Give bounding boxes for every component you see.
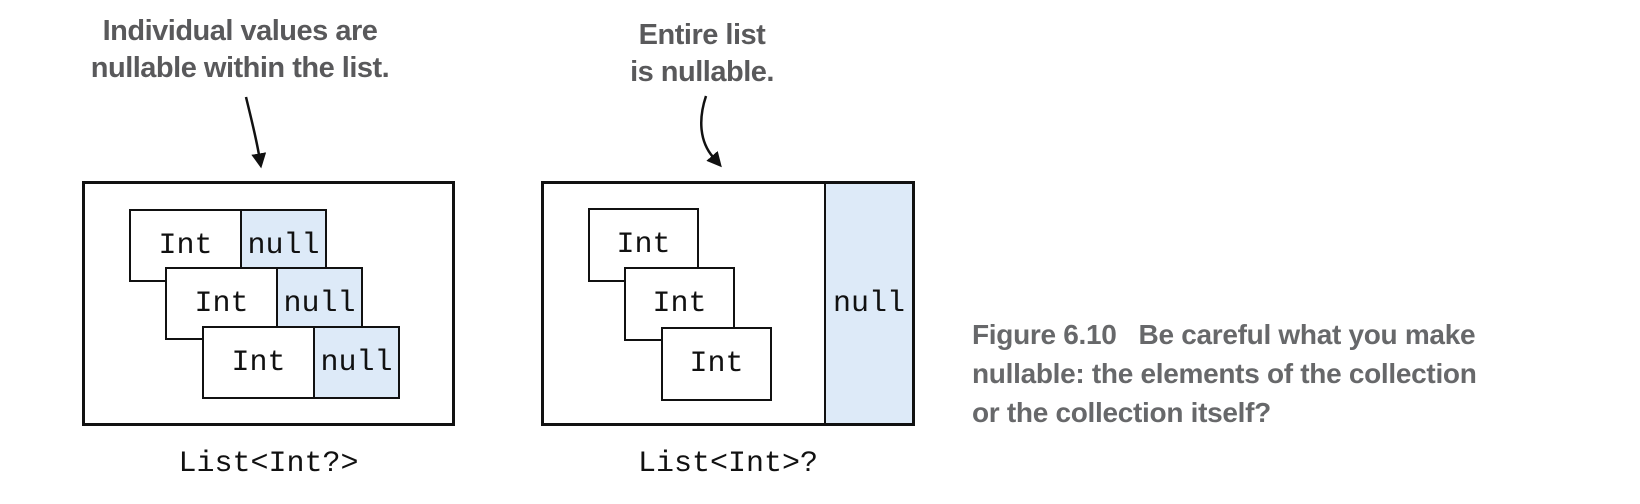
int-cell: Int (689, 347, 744, 381)
null-cell: null (313, 328, 398, 397)
int-cell: Int (204, 328, 313, 397)
caption-line1: Figure 6.10 Be careful what you make (972, 315, 1632, 354)
left-type-label: List<Int?> (178, 447, 359, 481)
right-type-label: List<Int>? (637, 447, 819, 481)
element-card: Int null (129, 209, 327, 282)
left-annotation: Individual values are nullable within th… (40, 13, 440, 87)
caption-line2: nullable: the elements of the collection (972, 358, 1477, 389)
right-annotation-line2: is nullable. (630, 56, 774, 88)
element-card: Int (661, 327, 772, 401)
list-int-nullable-box: Int null Int null Int null (82, 181, 455, 426)
right-annotation: Entire list is nullable. (552, 17, 852, 91)
left-callout-arrow (244, 96, 267, 169)
figure-number: Figure 6.10 (972, 319, 1117, 350)
left-annotation-line2: nullable within the list. (90, 52, 390, 84)
int-cell: Int (616, 228, 671, 262)
element-card: Int null (202, 326, 400, 399)
right-callout-arrow (700, 95, 722, 168)
nullable-list-box: Int Int Int null (541, 181, 915, 426)
left-annotation-line1: Individual values are (102, 15, 378, 47)
caption-line3: or the collection itself? (972, 397, 1271, 428)
caption-line1-text: Be careful what you make (1138, 319, 1476, 350)
right-annotation-line1: Entire list (638, 19, 766, 51)
int-cell: Int (652, 287, 707, 321)
null-column: null (824, 184, 912, 423)
figure-caption: Figure 6.10 Be careful what you make null… (972, 315, 1632, 432)
